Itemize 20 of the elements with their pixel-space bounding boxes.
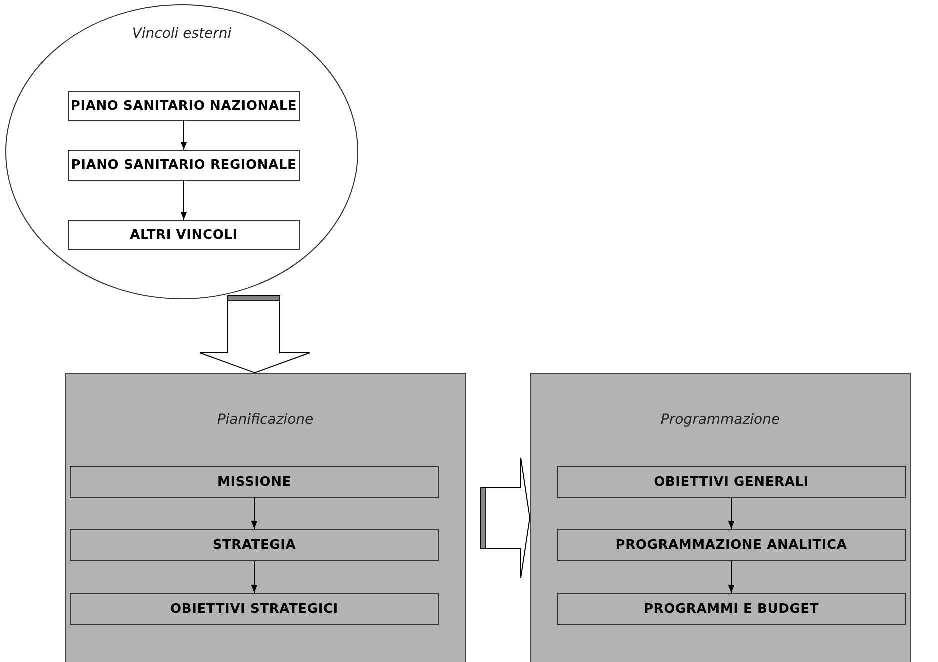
process-box: PIANO SANITARIO REGIONALE <box>68 150 300 181</box>
arrow <box>728 498 735 530</box>
process-box: PROGRAMMI E BUDGET <box>557 593 906 625</box>
arrow <box>180 180 188 220</box>
process-box: OBIETTIVI GENERALI <box>557 466 906 498</box>
group-title: Vincoli esterni <box>132 26 232 42</box>
process-box: PIANO SANITARIO NAZIONALE <box>68 91 300 121</box>
arrow <box>251 560 258 594</box>
group-title: Pianificazione <box>217 412 314 428</box>
group-title: Programmazione <box>660 412 780 428</box>
group-panel <box>65 373 466 662</box>
arrow <box>728 560 735 594</box>
process-box: PROGRAMMAZIONE ANALITICA <box>557 529 906 561</box>
arrow <box>180 120 188 150</box>
arrow <box>251 498 258 530</box>
process-box: ALTRI VINCOLI <box>68 220 300 250</box>
process-box: OBIETTIVI STRATEGICI <box>70 593 439 625</box>
group-panel <box>530 373 911 662</box>
process-box: STRATEGIA <box>70 529 439 561</box>
process-box: MISSIONE <box>70 466 439 498</box>
